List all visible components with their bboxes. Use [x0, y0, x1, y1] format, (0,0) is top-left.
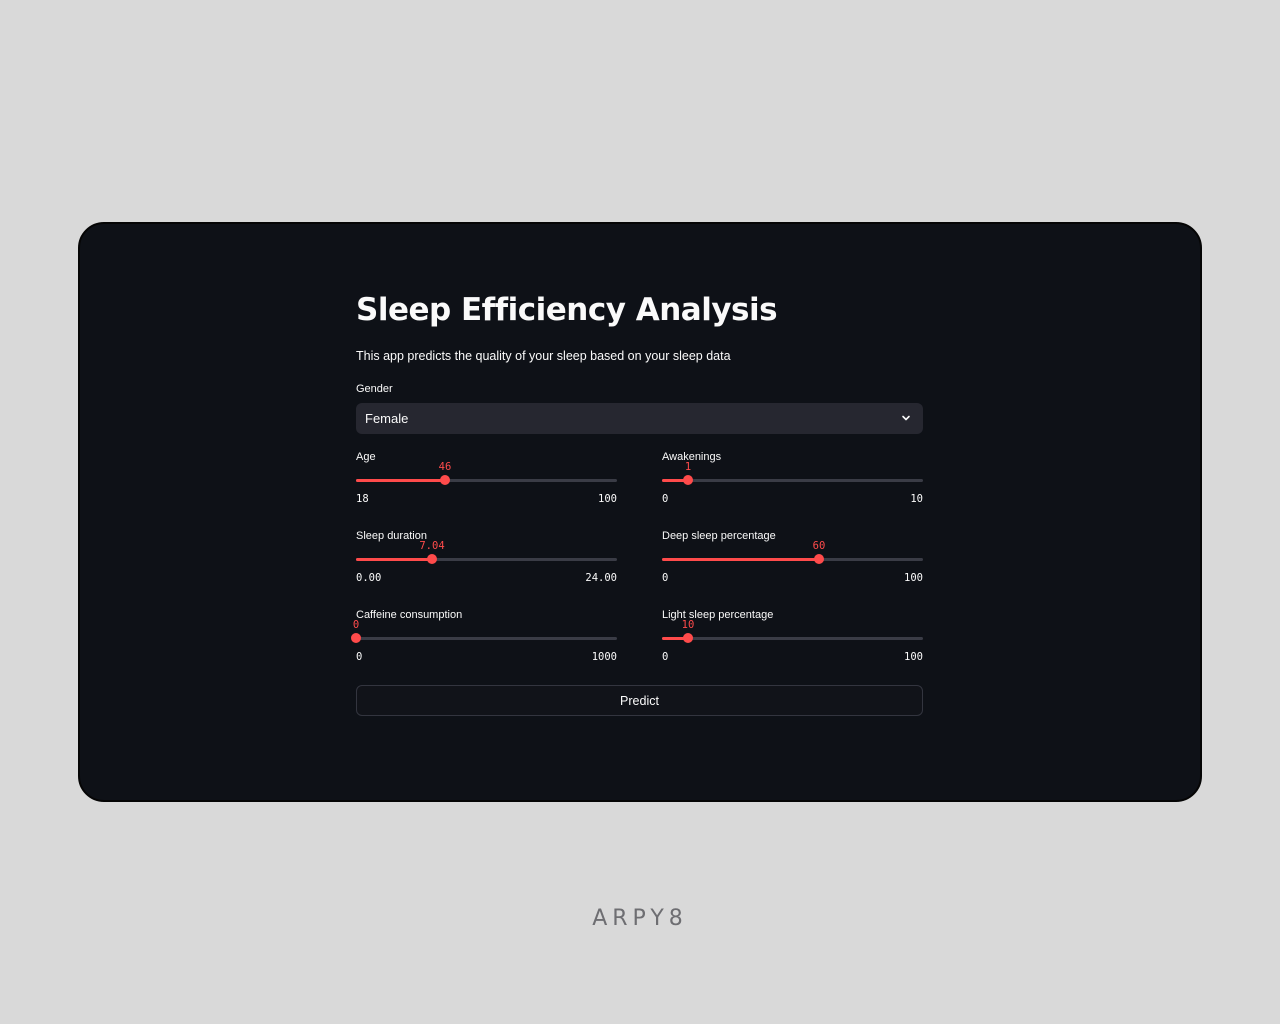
deep-sleep-value: 60 — [812, 540, 826, 552]
caffeine-label: Caffeine consumption — [356, 609, 463, 621]
sleep-duration-thumb[interactable] — [427, 554, 437, 564]
deep-sleep-label: Deep sleep percentage — [662, 530, 776, 542]
awakenings-max: 10 — [910, 493, 923, 505]
watermark-logo: ARPY8 — [592, 906, 688, 931]
awakenings-slider: Awakenings 1 0 10 — [662, 451, 923, 521]
caffeine-thumb[interactable] — [351, 633, 361, 643]
chevron-down-icon — [902, 415, 910, 421]
predict-button[interactable]: Predict — [356, 685, 923, 716]
gender-label: Gender — [356, 383, 393, 395]
caffeine-max: 1000 — [591, 651, 617, 663]
age-max: 100 — [598, 493, 617, 505]
age-min: 18 — [356, 493, 369, 505]
light-sleep-fill — [662, 637, 688, 640]
light-sleep-max: 100 — [904, 651, 923, 663]
page-subtitle: This app predicts the quality of your sl… — [356, 349, 731, 363]
light-sleep-track[interactable] — [662, 637, 923, 640]
awakenings-min: 0 — [662, 493, 669, 505]
deep-sleep-min: 0 — [662, 572, 669, 584]
age-slider: Age 46 18 100 — [356, 451, 617, 521]
light-sleep-min: 0 — [662, 651, 669, 663]
age-track[interactable] — [356, 479, 617, 482]
app-window: Sleep Efficiency Analysis This app predi… — [78, 222, 1202, 802]
deep-sleep-thumb[interactable] — [814, 554, 824, 564]
sleep-duration-track[interactable] — [356, 558, 617, 561]
light-sleep-value: 10 — [681, 619, 695, 631]
light-sleep-slider: Light sleep percentage 10 0 100 — [662, 609, 923, 679]
caffeine-value: 0 — [352, 619, 360, 631]
page-title: Sleep Efficiency Analysis — [356, 292, 778, 328]
caffeine-min: 0 — [356, 651, 363, 663]
light-sleep-thumb[interactable] — [683, 633, 693, 643]
awakenings-track[interactable] — [662, 479, 923, 482]
sleep-duration-fill — [356, 558, 432, 561]
age-fill — [356, 479, 445, 482]
deep-sleep-slider: Deep sleep percentage 60 0 100 — [662, 530, 923, 600]
deep-sleep-fill — [662, 558, 819, 561]
age-thumb[interactable] — [440, 475, 450, 485]
gender-select-value: Female — [365, 411, 409, 426]
caffeine-track[interactable] — [356, 637, 617, 640]
awakenings-thumb[interactable] — [683, 475, 693, 485]
awakenings-label: Awakenings — [662, 451, 722, 463]
age-label: Age — [356, 451, 376, 463]
sleep-duration-slider: Sleep duration 7.04 0.00 24.00 — [356, 530, 617, 600]
sleep-duration-max: 24.00 — [585, 572, 617, 584]
awakenings-value: 1 — [684, 461, 692, 473]
deep-sleep-max: 100 — [904, 572, 923, 584]
awakenings-fill — [662, 479, 688, 482]
caffeine-slider: Caffeine consumption 0 0 1000 — [351, 609, 617, 679]
age-value: 46 — [438, 461, 452, 473]
deep-sleep-track[interactable] — [662, 558, 923, 561]
sleep-duration-value: 7.04 — [419, 540, 445, 552]
light-sleep-label: Light sleep percentage — [662, 609, 774, 621]
sleep-duration-min: 0.00 — [356, 572, 382, 584]
gender-select[interactable]: Female — [356, 403, 923, 434]
sleep-duration-label: Sleep duration — [356, 530, 427, 542]
